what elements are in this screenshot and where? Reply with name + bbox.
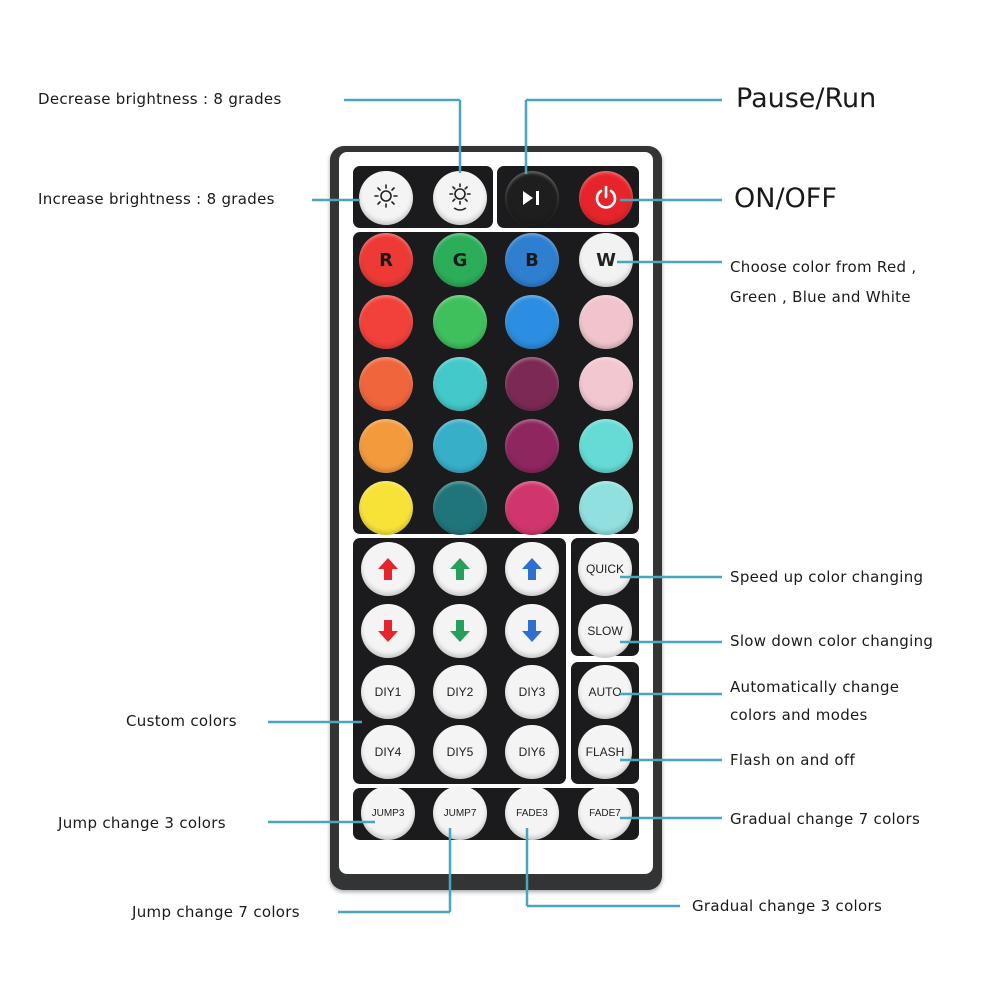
annotation-choose-color-line1: Choose color from Red , bbox=[730, 258, 917, 276]
color-button[interactable] bbox=[359, 357, 413, 411]
arrow-down-icon bbox=[522, 620, 542, 642]
annotation-flash: Flash on and off bbox=[730, 751, 856, 769]
annotation-jump3: Jump change 3 colors bbox=[58, 814, 226, 832]
jump7-label: JUMP7 bbox=[443, 807, 477, 819]
color-button-label: B bbox=[525, 249, 539, 271]
annotation-fade7: Gradual change 7 colors bbox=[730, 810, 921, 828]
color-button[interactable] bbox=[359, 481, 413, 535]
power-button[interactable] bbox=[579, 171, 633, 225]
color-button-label: W bbox=[596, 249, 616, 271]
color-button[interactable]: W bbox=[579, 233, 633, 287]
brightness-down-button[interactable] bbox=[359, 171, 413, 225]
fade3-label: FADE3 bbox=[516, 807, 548, 819]
diy6-button[interactable]: DIY6 bbox=[505, 725, 559, 779]
arrow-up-icon bbox=[450, 558, 470, 580]
diy5-label: DIY5 bbox=[446, 745, 474, 759]
arrow-down-button[interactable] bbox=[433, 604, 487, 658]
annotation-auto-line2: colors and modes bbox=[730, 706, 868, 724]
diy2-button[interactable]: DIY2 bbox=[433, 665, 487, 719]
arrow-up-button[interactable] bbox=[361, 542, 415, 596]
color-button[interactable] bbox=[505, 357, 559, 411]
color-button[interactable] bbox=[505, 295, 559, 349]
diy1-button[interactable]: DIY1 bbox=[361, 665, 415, 719]
arrow-down-button[interactable] bbox=[505, 604, 559, 658]
diy2-label: DIY2 bbox=[446, 685, 474, 699]
fade7-label: FADE7 bbox=[589, 807, 621, 819]
arrow-down-button[interactable] bbox=[361, 604, 415, 658]
color-button[interactable] bbox=[359, 295, 413, 349]
power-icon bbox=[592, 184, 620, 212]
annotation-jump7: Jump change 7 colors bbox=[132, 903, 300, 921]
color-button-label: R bbox=[379, 249, 393, 271]
annotation-decrease-brightness: Decrease brightness : 8 grades bbox=[38, 90, 282, 108]
diy6-label: DIY6 bbox=[518, 745, 546, 759]
diy3-label: DIY3 bbox=[518, 685, 546, 699]
color-button[interactable] bbox=[433, 419, 487, 473]
slow-button[interactable]: SLOW bbox=[578, 604, 632, 658]
annotation-choose-color-line2: Green , Blue and White bbox=[730, 288, 911, 306]
arrow-up-button[interactable] bbox=[505, 542, 559, 596]
auto-button[interactable]: AUTO bbox=[578, 665, 632, 719]
annotation-fade3: Gradual change 3 colors bbox=[692, 897, 883, 915]
diy1-label: DIY1 bbox=[374, 685, 402, 699]
fade3-button[interactable]: FADE3 bbox=[505, 786, 559, 840]
color-button[interactable] bbox=[433, 481, 487, 535]
diy3-button[interactable]: DIY3 bbox=[505, 665, 559, 719]
color-button[interactable]: R bbox=[359, 233, 413, 287]
annotation-pause-run: Pause/Run bbox=[736, 83, 877, 114]
flash-button[interactable]: FLASH bbox=[578, 725, 632, 779]
arrow-up-button[interactable] bbox=[433, 542, 487, 596]
brightness-down-icon bbox=[371, 182, 401, 214]
color-button[interactable]: G bbox=[433, 233, 487, 287]
arrow-up-icon bbox=[522, 558, 542, 580]
color-button[interactable] bbox=[433, 357, 487, 411]
annotation-increase-brightness: Increase brightness : 8 grades bbox=[38, 190, 275, 208]
annotation-auto-line1: Automatically change bbox=[730, 678, 900, 696]
color-button[interactable] bbox=[359, 419, 413, 473]
color-button[interactable] bbox=[579, 481, 633, 535]
play-pause-button[interactable] bbox=[505, 171, 559, 225]
auto-label: AUTO bbox=[588, 685, 622, 699]
diy4-button[interactable]: DIY4 bbox=[361, 725, 415, 779]
fade7-button[interactable]: FADE7 bbox=[578, 786, 632, 840]
annotation-custom-colors: Custom colors bbox=[126, 712, 237, 730]
jump3-label: JUMP3 bbox=[371, 807, 405, 819]
arrow-down-icon bbox=[450, 620, 470, 642]
jump3-button[interactable]: JUMP3 bbox=[361, 786, 415, 840]
color-button-label: G bbox=[452, 249, 468, 271]
annotation-slow-down: Slow down color changing bbox=[730, 632, 934, 650]
color-button[interactable] bbox=[505, 481, 559, 535]
diy5-button[interactable]: DIY5 bbox=[433, 725, 487, 779]
diy4-label: DIY4 bbox=[374, 745, 402, 759]
color-button[interactable] bbox=[579, 295, 633, 349]
quick-label: QUICK bbox=[585, 562, 624, 576]
brightness-up-button[interactable] bbox=[433, 171, 487, 225]
play-pause-icon bbox=[519, 188, 545, 208]
flash-label: FLASH bbox=[585, 745, 625, 759]
quick-button[interactable]: QUICK bbox=[578, 542, 632, 596]
color-button[interactable] bbox=[579, 357, 633, 411]
arrow-down-icon bbox=[378, 620, 398, 642]
annotation-on-off: ON/OFF bbox=[734, 183, 837, 214]
jump7-button[interactable]: JUMP7 bbox=[433, 786, 487, 840]
slow-label: SLOW bbox=[587, 624, 623, 638]
color-button[interactable] bbox=[433, 295, 487, 349]
color-button[interactable] bbox=[579, 419, 633, 473]
annotation-speed-up: Speed up color changing bbox=[730, 568, 924, 586]
arrow-up-icon bbox=[378, 558, 398, 580]
color-button[interactable]: B bbox=[505, 233, 559, 287]
color-button[interactable] bbox=[505, 419, 559, 473]
brightness-up-icon bbox=[445, 182, 475, 214]
